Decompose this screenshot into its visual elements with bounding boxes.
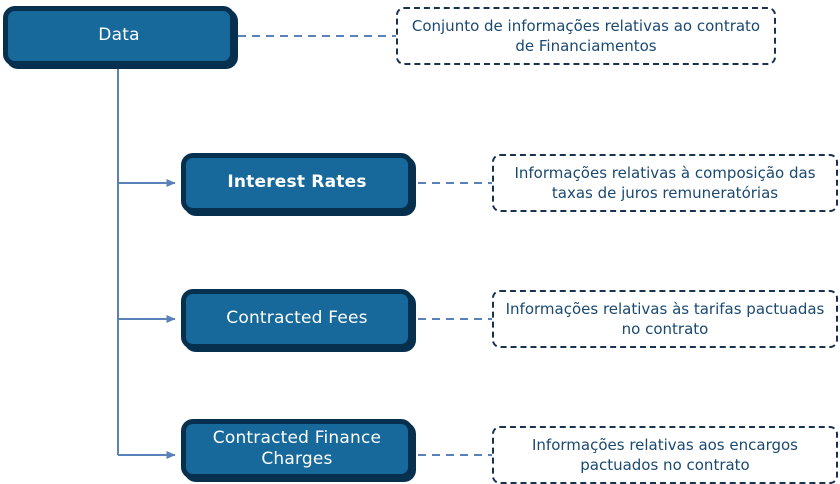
node-contracted-fees[interactable]: Contracted Fees [181, 289, 413, 349]
note-contracted-fees-text: Informações relativas às tarifas pactuad… [505, 299, 825, 338]
node-interest-rates-label: Interest Rates [227, 172, 367, 193]
node-data-label: Data [98, 25, 140, 46]
note-data-text: Conjunto de informações relativas ao con… [411, 16, 761, 55]
node-contracted-finance-charges[interactable]: Contracted Finance Charges [181, 419, 413, 479]
note-contracted-finance-charges: Informações relativas aos encargos pactu… [492, 426, 838, 484]
note-interest-rates-text: Informações relativas à composição das t… [514, 163, 816, 202]
note-data: Conjunto de informações relativas ao con… [396, 7, 776, 65]
note-contracted-finance-charges-text: Informações relativas aos encargos pactu… [531, 435, 798, 474]
node-contracted-fees-label: Contracted Fees [226, 308, 368, 329]
node-contracted-finance-charges-label: Contracted Finance Charges [212, 427, 382, 469]
note-contracted-fees: Informações relativas às tarifas pactuad… [492, 290, 838, 348]
node-data[interactable]: Data [3, 6, 235, 66]
note-interest-rates: Informações relativas à composição das t… [492, 154, 838, 212]
node-interest-rates[interactable]: Interest Rates [181, 153, 413, 213]
